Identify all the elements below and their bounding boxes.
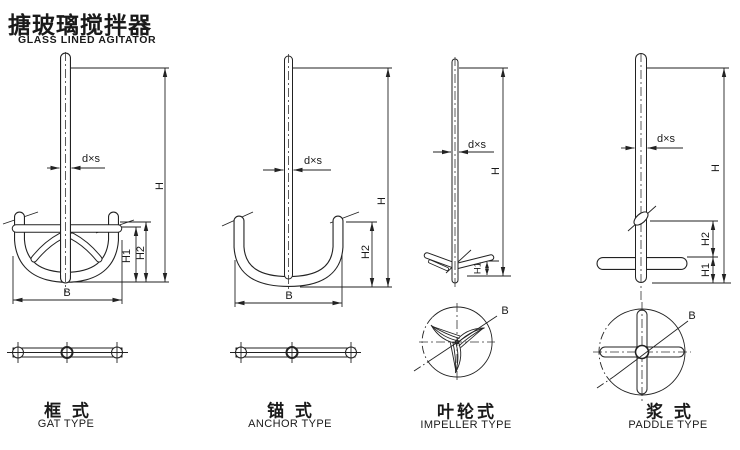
impeller-type-drawing <box>413 57 511 382</box>
fig2-dim-dxs: d×s <box>303 155 323 167</box>
fig1-dim-h2: H2 <box>135 245 147 261</box>
fig1-dim-h1: H1 <box>121 248 133 264</box>
fig1-label-english: GAT TYPE <box>37 418 95 430</box>
fig2-dim-h2: H2 <box>360 244 372 260</box>
fig3-dim-dxs: d×s <box>467 139 487 151</box>
gat-type-top-view <box>7 342 128 363</box>
paddle-type-drawing <box>593 53 731 402</box>
fig1-dim-dxs: d×s <box>81 153 101 165</box>
fig2-label-chinese: 锚 式 <box>267 401 315 421</box>
page-title-chinese: 搪玻璃搅拌器 <box>8 12 152 38</box>
paddle-type-top-view <box>593 302 691 402</box>
shaft-break-symbol <box>627 205 657 232</box>
fig4-dim-dxs: d×s <box>656 133 676 145</box>
fig4-dim-b: B <box>688 310 696 322</box>
fig1-dim-b: B <box>63 287 71 299</box>
anchor-type-drawing <box>221 54 392 363</box>
fig2-label-english: ANCHOR TYPE <box>248 418 332 430</box>
fig3-dim-b: B <box>501 305 509 317</box>
fig3-dim-h1: H1 <box>472 261 484 275</box>
fig2-dim-h: H <box>376 197 388 205</box>
fig2-dim-b: B <box>285 290 293 302</box>
fig4-label-english: PADDLE TYPE <box>628 419 708 431</box>
fig3-label-chinese: 叶轮式 <box>437 402 497 422</box>
gat-type-drawing <box>2 52 169 363</box>
page-title-english: GLASS LINED AGITATOR <box>18 34 157 46</box>
impeller-type-top-view <box>413 303 498 382</box>
fig4-label-chinese: 浆 式 <box>646 402 694 422</box>
fig3-dim-h: H <box>490 167 502 175</box>
fig1-label-chinese: 框 式 <box>44 401 92 421</box>
impeller-blades <box>430 324 485 374</box>
fig4-dim-h2: H2 <box>700 231 712 247</box>
anchor-type-top-view <box>230 342 361 363</box>
fig1-dim-h: H <box>154 182 166 190</box>
fig4-dim-h: H <box>710 164 722 172</box>
fig3-label-english: IMPELLER TYPE <box>420 419 512 431</box>
fig4-dim-h1: H1 <box>700 262 712 278</box>
